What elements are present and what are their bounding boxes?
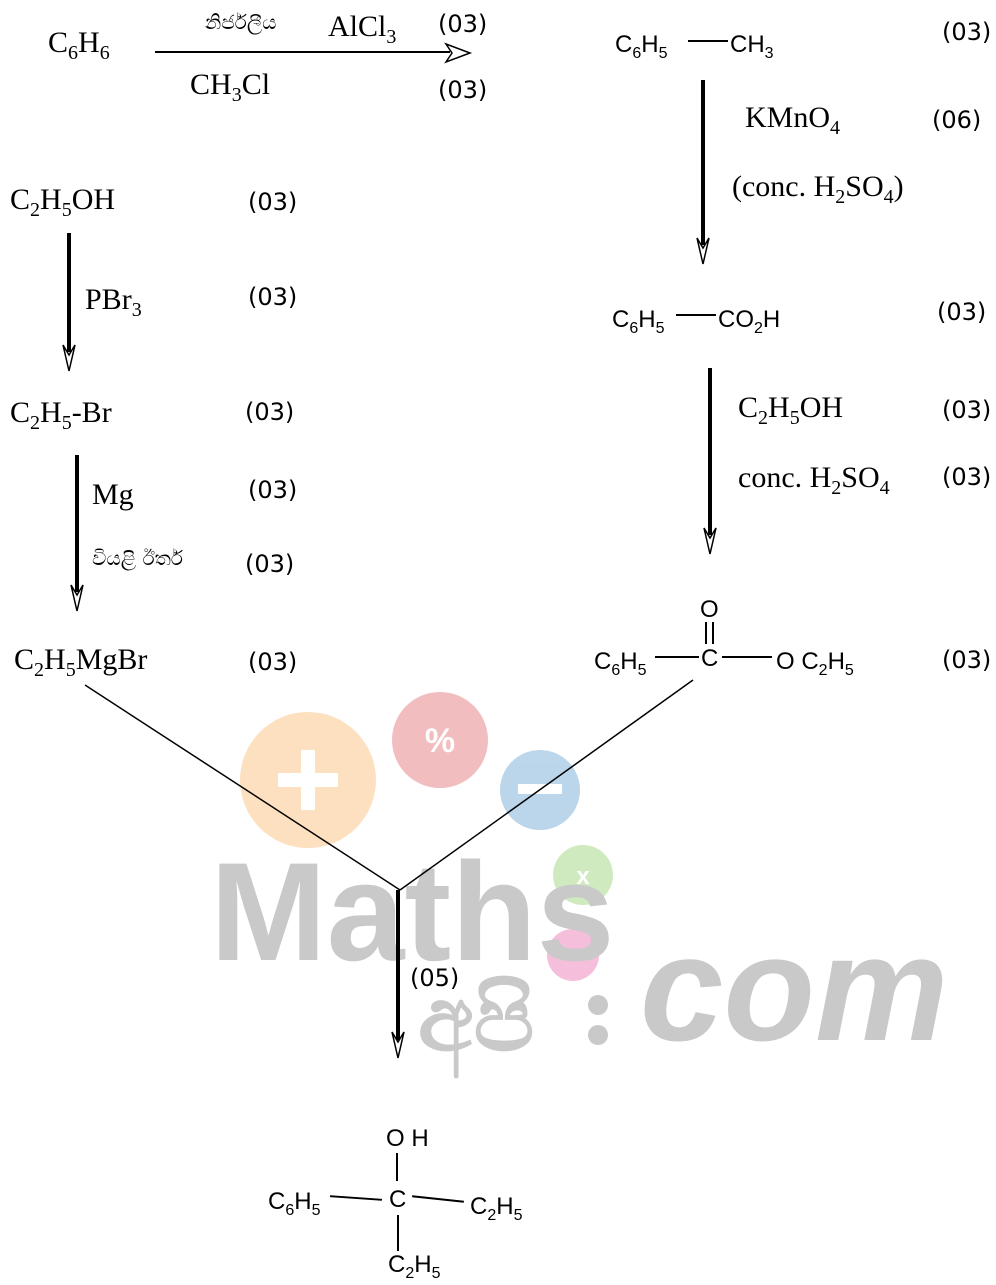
- arrowhead-icon: [70, 584, 84, 612]
- ester-carbonyl-oxygen: O: [700, 596, 719, 623]
- arrowhead-icon: [391, 1031, 405, 1059]
- percent-badge-text: %: [425, 722, 455, 760]
- grignard-formula: C2H5MgBr: [14, 643, 148, 681]
- kmno4-reagent: KMnO4: [745, 101, 841, 139]
- equals-badge-icon: [547, 929, 599, 981]
- arrowhead-icon: [696, 237, 710, 265]
- toluene-phenyl: C6H5: [615, 31, 668, 62]
- final-ethyl-right: C2H5: [470, 1193, 523, 1224]
- times-badge-icon: [553, 845, 613, 905]
- ester-mark: (03): [942, 646, 992, 674]
- oxidation-acid-condition: (conc. H2SO4): [732, 170, 904, 208]
- anhydrous-label: නිර්ජලීය: [205, 10, 277, 34]
- mg-reagent: Mg: [92, 478, 134, 511]
- line-grignard-to-product: [84, 684, 401, 891]
- toluene-methyl: CH3: [730, 31, 774, 62]
- ester-acid-condition: conc. H2SO4: [738, 461, 890, 499]
- acid-carboxyl: CO2H: [718, 306, 781, 337]
- ch3cl-reagent: CH3Cl: [190, 68, 271, 106]
- ester-carbon: C: [701, 645, 719, 672]
- kmno4-mark: (06): [932, 106, 982, 134]
- final-ethyl-bottom: C2H5: [388, 1251, 441, 1282]
- equals-badge-text: =: [567, 944, 580, 969]
- plus-badge-icon: [240, 712, 376, 848]
- ester-double-bond-a: [705, 622, 707, 644]
- acid-bond: [676, 314, 716, 316]
- ester-left-bond: [655, 656, 699, 658]
- ester-double-bond-b: [712, 622, 714, 644]
- ch3cl-mark: (03): [438, 76, 488, 104]
- acid-phenyl: C6H5: [612, 306, 665, 337]
- watermark-brand: Maths: [210, 833, 614, 990]
- benzene-formula: C6H6: [48, 26, 110, 64]
- mg-mark: (03): [248, 476, 298, 504]
- percent-badge-icon: [392, 692, 488, 788]
- final-phenyl: C6H5: [268, 1188, 321, 1219]
- ethanol-reagent-mark: (03): [942, 396, 992, 424]
- watermark-suffix: com: [640, 904, 948, 1072]
- pbr3-reagent: PBr3: [85, 283, 142, 321]
- arrowhead-icon: [62, 344, 76, 372]
- final-hydroxyl: O H: [386, 1125, 429, 1152]
- ethanol-reagent: C2H5OH: [738, 391, 844, 429]
- watermark-script: අපි: [418, 967, 534, 1079]
- grignard-mark: (03): [248, 648, 298, 676]
- final-carbon: C: [389, 1186, 407, 1213]
- ethanol-mark: (03): [248, 188, 298, 216]
- bromoethane-formula: C2H5-Br: [10, 396, 112, 434]
- toluene-mark: (03): [942, 18, 992, 46]
- alcl3-reagent: AlCl3: [328, 10, 397, 48]
- final-step-mark: (05): [410, 964, 460, 992]
- line-ester-to-product: [399, 679, 694, 891]
- dry-ether-label: වියළි ඊතර්: [92, 546, 183, 570]
- ester-right-bond: [722, 656, 772, 658]
- arrowhead-icon: [703, 527, 717, 555]
- times-badge-text: x: [576, 863, 590, 890]
- dry-ether-mark: (03): [245, 550, 295, 578]
- bromoethane-mark: (03): [245, 398, 295, 426]
- pbr3-mark: (03): [248, 283, 298, 311]
- arrowhead-icon: [444, 42, 473, 64]
- ethanol-formula: C2H5OH: [10, 183, 116, 221]
- acid-mark: (03): [937, 298, 987, 326]
- ester-phenyl: C6H5: [594, 648, 647, 679]
- final-bottom-bond: [397, 1215, 399, 1251]
- ester-acid-mark: (03): [942, 463, 992, 491]
- ester-ethoxy: O C2H5: [776, 648, 854, 679]
- final-oh-bond: [396, 1153, 398, 1181]
- toluene-bond: [688, 40, 728, 42]
- alcl3-mark: (03): [438, 10, 488, 38]
